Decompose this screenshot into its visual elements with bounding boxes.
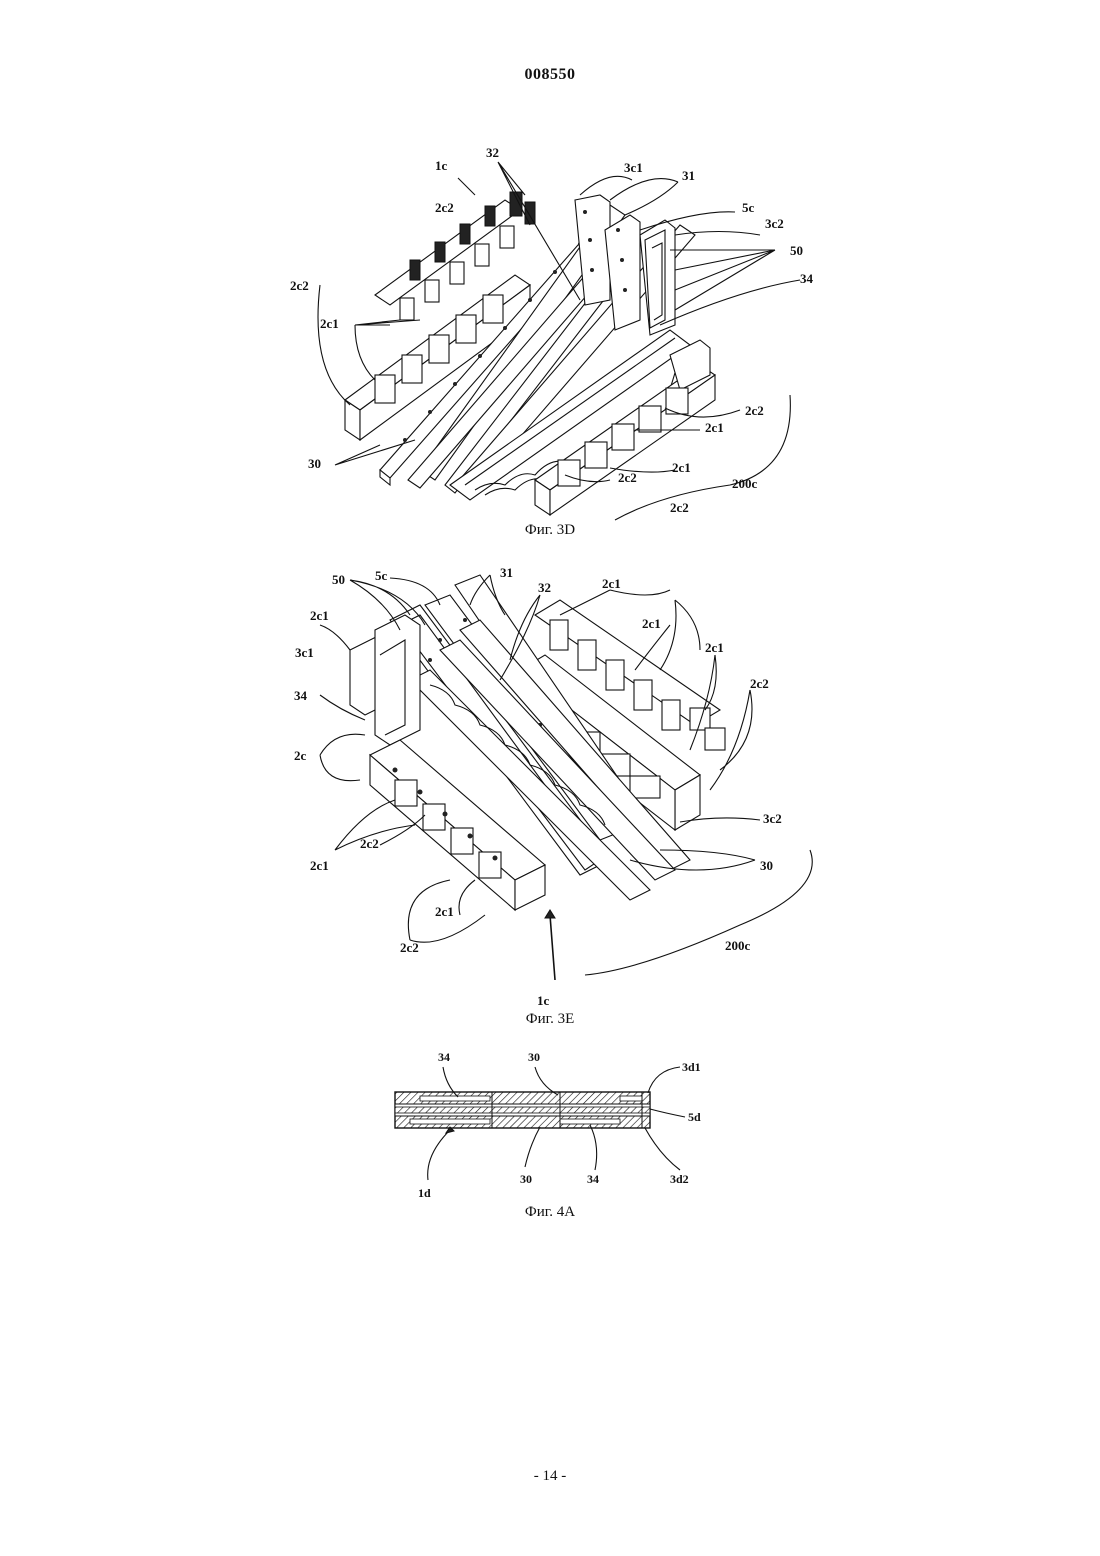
label-5d: 5d <box>688 1110 701 1124</box>
label-34-top: 34 <box>438 1050 450 1064</box>
label-30-bottom: 30 <box>520 1172 532 1186</box>
label-200c: 200c <box>732 476 758 491</box>
label-32: 32 <box>538 580 551 595</box>
label-200c: 200c <box>725 938 751 953</box>
label-2c1-left: 2c1 <box>310 608 329 623</box>
figure-3e-drawing: 50 5c 31 32 2c1 2c1 2c1 3c1 2c1 2c2 34 2… <box>280 560 820 1015</box>
figure-4a: 34 30 3d1 5d 1d 30 34 3d2 <box>380 1045 720 1205</box>
label-2c2-c: 2c2 <box>400 940 419 955</box>
label-1d: 1d <box>418 1186 431 1200</box>
cross-section <box>395 1092 650 1128</box>
label-2c1-left: 2c1 <box>320 316 339 331</box>
label-2c2-r2: 2c2 <box>618 470 637 485</box>
label-2c1-b: 2c1 <box>310 858 329 873</box>
label-50: 50 <box>790 243 803 258</box>
label-2c1-right: 2c1 <box>705 640 724 655</box>
figure-3d-caption: Фиг. 3D <box>0 522 1100 539</box>
figure-4a-caption: Фиг. 4A <box>0 1204 1100 1221</box>
label-2c1-r1: 2c1 <box>705 420 724 435</box>
label-3d2: 3d2 <box>670 1172 689 1186</box>
label-32: 32 <box>486 145 499 160</box>
label-2c2-r1: 2c2 <box>745 403 764 418</box>
label-2c2-right: 2c2 <box>750 676 769 691</box>
label-2c2-bottom: 2c2 <box>670 500 689 515</box>
label-2c2-top: 2c2 <box>435 200 454 215</box>
label-5c: 5c <box>742 200 755 215</box>
label-2c1-mid: 2c1 <box>642 616 661 631</box>
label-3c2: 3c2 <box>765 216 784 231</box>
label-2c1-top: 2c1 <box>602 576 621 591</box>
label-2c1-c: 2c1 <box>435 904 454 919</box>
label-34: 34 <box>800 271 814 286</box>
label-2c1-r2: 2c1 <box>672 460 691 475</box>
label-3c1: 3c1 <box>624 160 643 175</box>
figure-4a-drawing: 34 30 3d1 5d 1d 30 34 3d2 <box>380 1045 720 1205</box>
label-30-top: 30 <box>528 1050 540 1064</box>
label-2c: 2c <box>294 748 307 763</box>
figure-3d: 1c 32 3c1 31 2c2 5c 3c2 50 34 2c2 2c1 30… <box>280 140 820 525</box>
figure-3e-caption: Фиг. 3E <box>0 1011 1100 1028</box>
label-34-bottom: 34 <box>587 1172 599 1186</box>
figure-3d-drawing: 1c 32 3c1 31 2c2 5c 3c2 50 34 2c2 2c1 30… <box>280 140 820 525</box>
page-number: - 14 - <box>0 1468 1100 1485</box>
label-34: 34 <box>294 688 308 703</box>
label-3d1: 3d1 <box>682 1060 701 1074</box>
end-cap <box>350 615 420 745</box>
label-1c: 1c <box>435 158 448 173</box>
label-50: 50 <box>332 572 345 587</box>
label-31: 31 <box>500 565 513 580</box>
figure-3e: 50 5c 31 32 2c1 2c1 2c1 3c1 2c1 2c2 34 2… <box>280 560 820 1015</box>
label-31: 31 <box>682 168 695 183</box>
label-2c2-a: 2c2 <box>360 836 379 851</box>
label-1c: 1c <box>537 993 550 1008</box>
label-3c1: 3c1 <box>295 645 314 660</box>
label-30: 30 <box>308 456 321 471</box>
label-30: 30 <box>760 858 773 873</box>
label-2c2-left: 2c2 <box>290 278 309 293</box>
label-5c: 5c <box>375 568 388 583</box>
label-3c2: 3c2 <box>763 811 782 826</box>
document-number: 008550 <box>0 66 1100 84</box>
